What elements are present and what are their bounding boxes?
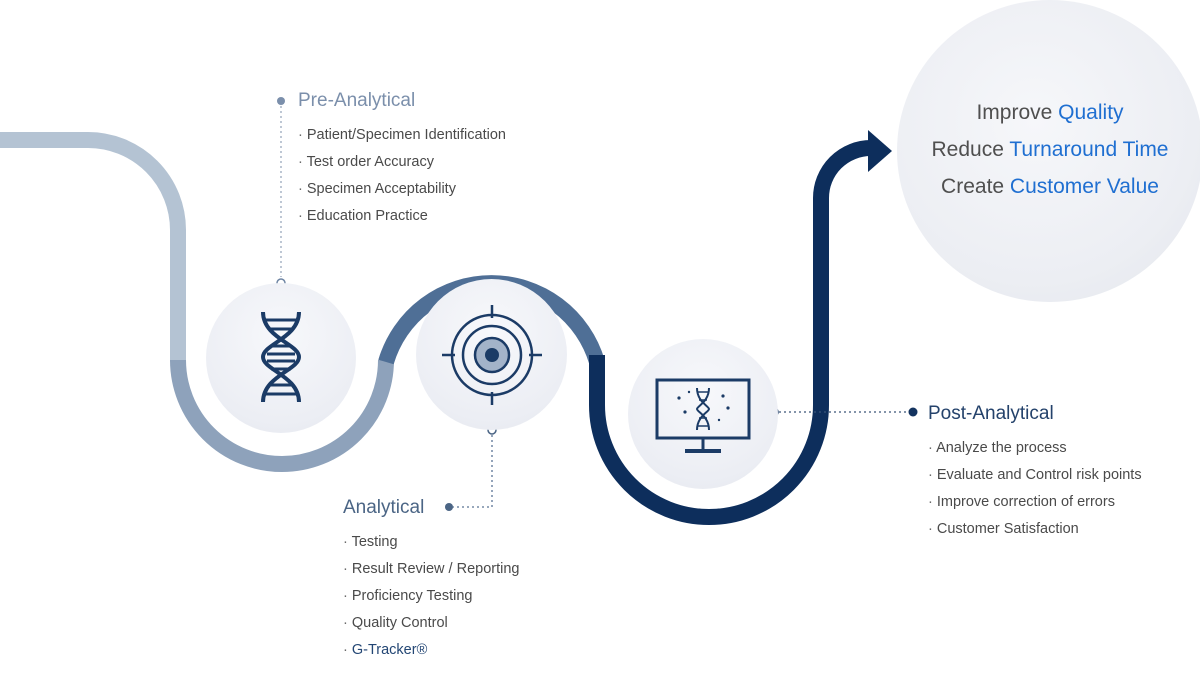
list-item: Customer Satisfaction <box>928 516 1142 543</box>
goal-verb: Create <box>941 175 1005 198</box>
goal-object: Quality <box>1058 101 1124 124</box>
list-item: Quality Control <box>343 610 520 637</box>
analytical-connector <box>453 435 493 508</box>
list-item: Test order Accuracy <box>298 149 506 176</box>
list-item: Patient/Specimen Identification <box>298 122 506 149</box>
analytical-block: Analytical Testing Result Review / Repor… <box>343 497 520 664</box>
post-analytical-dot <box>908 407 918 417</box>
arrow-head-icon <box>868 130 892 172</box>
goal-verb: Reduce <box>931 138 1004 161</box>
flow-path-segment-2 <box>170 359 394 472</box>
goal-line: Improve Quality <box>897 94 1200 131</box>
list-item: Improve correction of errors <box>928 489 1142 516</box>
target-icon <box>442 305 542 405</box>
list-item: Analyze the process <box>928 435 1142 462</box>
list-item: Education Practice <box>298 203 506 230</box>
pre-analytical-block: Pre-Analytical Patient/Specimen Identifi… <box>298 90 506 230</box>
list-item: Proficiency Testing <box>343 583 520 610</box>
pre-analytical-list: Patient/Specimen Identification Test ord… <box>298 122 506 230</box>
monitor-dna-icon <box>655 378 751 453</box>
flow-path-segment-4 <box>589 140 872 525</box>
flow-path-segment-1 <box>0 132 186 362</box>
goal-object: Turnaround Time <box>1009 138 1169 161</box>
pre-analytical-circle <box>206 283 356 433</box>
goal-verb: Improve <box>976 101 1053 124</box>
list-item: Specimen Acceptability <box>298 176 506 203</box>
analytical-dot <box>445 503 453 511</box>
goal-object: Customer Value <box>1009 175 1159 198</box>
post-analytical-title: Post-Analytical <box>928 403 1054 424</box>
post-analytical-list: Analyze the process Evaluate and Control… <box>928 435 1142 543</box>
post-analytical-block: Post-Analytical Analyze the process Eval… <box>928 403 1142 543</box>
dna-icon <box>260 311 302 403</box>
list-item: Testing <box>343 529 520 556</box>
pre-analytical-dot <box>277 97 285 105</box>
goal-line: Create Customer Value <box>897 168 1200 205</box>
pre-analytical-title: Pre-Analytical <box>298 90 416 111</box>
analytical-title: Analytical <box>343 497 425 518</box>
goal-lines: Improve Quality Reduce Turnaround Time C… <box>897 94 1200 205</box>
list-item: Result Review / Reporting <box>343 556 520 583</box>
analytical-list: Testing Result Review / Reporting Profic… <box>343 529 520 664</box>
g-tracker-link[interactable]: G-Tracker® <box>343 637 520 664</box>
goal-line: Reduce Turnaround Time <box>897 131 1200 168</box>
goal-circle: Improve Quality Reduce Turnaround Time C… <box>897 0 1200 302</box>
list-item: Evaluate and Control risk points <box>928 462 1142 489</box>
